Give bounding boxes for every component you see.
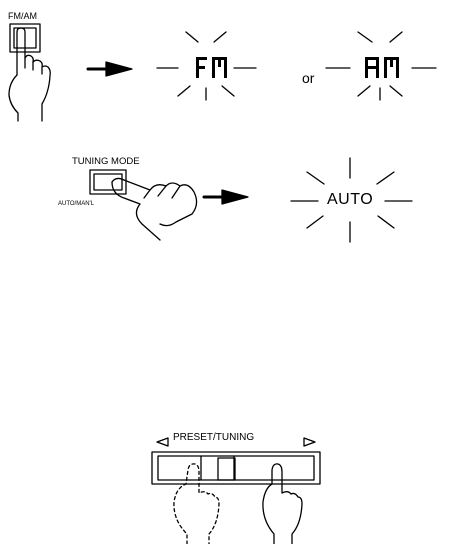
- hand-pointing-icon: [8, 27, 51, 122]
- sparkle-rays-icon: [290, 157, 413, 243]
- right-triangle-icon: [303, 437, 316, 447]
- preset-tuning-label: PRESET/TUNING: [173, 432, 255, 443]
- tuning-mode-label: TUNING MODE: [72, 156, 140, 167]
- hand-pointing-icon: [262, 463, 303, 544]
- auto-manual-label: AUTO/MAN'L: [58, 201, 95, 207]
- sparkle-rays-icon: [325, 31, 437, 101]
- right-arrow-icon: [86, 61, 133, 77]
- preset-tuning-rocker: [151, 451, 321, 485]
- dashed-hand-icon: [173, 463, 220, 544]
- fm-segment-display: [196, 57, 227, 78]
- am-segment-display: [365, 57, 399, 78]
- left-triangle-icon: [156, 437, 169, 447]
- sparkle-rays-icon: [156, 31, 257, 101]
- auto-display-text: AUTO: [327, 191, 374, 208]
- hand-pointing-icon: [111, 177, 198, 241]
- fm-am-label: FM/AM: [8, 11, 37, 21]
- or-text: or: [302, 70, 315, 86]
- right-arrow-icon: [202, 189, 249, 205]
- tuning-mode-button: [89, 169, 127, 195]
